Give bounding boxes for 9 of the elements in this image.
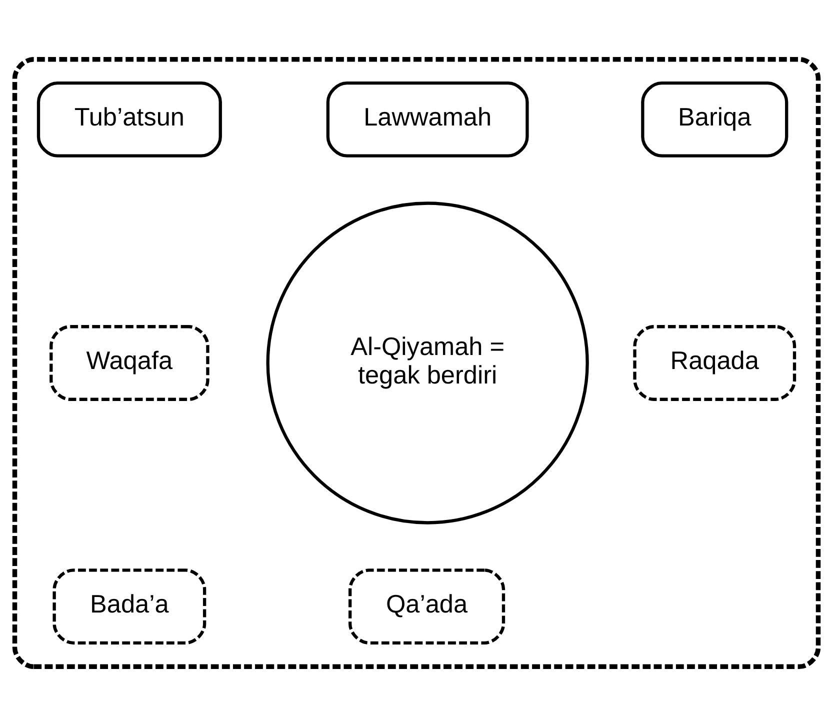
node-box: Tub’atsun [36,80,222,157]
node-box: Raqada [633,324,796,400]
cluster [12,56,821,669]
node-box: Qa’ada [348,568,506,644]
node-box: Bada’a [52,568,206,644]
node-box: Waqafa [50,324,210,400]
node-circle: Al-Qiyamah = tegak berdiri [266,201,589,524]
node-box: Bariqa [641,80,788,157]
node-box: Lawwamah [326,80,529,157]
